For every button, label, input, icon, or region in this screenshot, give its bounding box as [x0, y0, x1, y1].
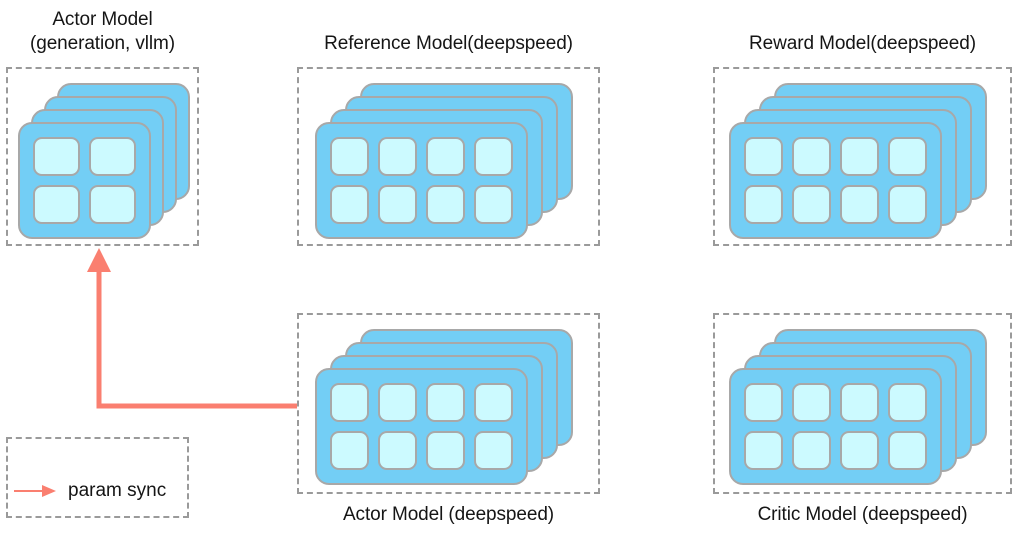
card-tile [474, 383, 513, 422]
stack-card-front [729, 122, 942, 239]
card-tile [888, 137, 927, 176]
card-tile [744, 137, 783, 176]
stack-card-front [315, 122, 528, 239]
card-tile [888, 431, 927, 470]
card-tile [792, 431, 831, 470]
card-tile [378, 431, 417, 470]
card-tile [474, 185, 513, 224]
param-sync-arrowhead-icon [87, 248, 111, 272]
stack-actor-deepspeed[interactable] [297, 313, 600, 494]
card-tile [474, 137, 513, 176]
stack-card-front [315, 368, 528, 485]
card-tile [330, 383, 369, 422]
card-tile [840, 185, 879, 224]
card-tile [744, 185, 783, 224]
card-tile [378, 383, 417, 422]
card-tile [744, 431, 783, 470]
caption-critic: Critic Model (deepspeed) [757, 504, 968, 525]
card-tile [426, 185, 465, 224]
card-tile [89, 137, 136, 176]
card-tile [744, 383, 783, 422]
card-tile [474, 431, 513, 470]
card-tile [330, 185, 369, 224]
card-tile [330, 137, 369, 176]
card-tile [792, 137, 831, 176]
card-tile [792, 383, 831, 422]
legend-row: param sync [14, 480, 166, 502]
legend-box[interactable] [6, 437, 189, 518]
card-tile [378, 137, 417, 176]
stack-actor-vllm[interactable] [6, 67, 199, 246]
caption-actor-vllm: Actor Model (generation, vllm) [30, 9, 175, 54]
card-tile [89, 185, 136, 224]
group-box-reward[interactable] [713, 67, 1012, 246]
card-tile [840, 383, 879, 422]
group-box-reference[interactable] [297, 67, 600, 246]
card-tile [426, 431, 465, 470]
card-tile [33, 185, 80, 224]
group-box-critic[interactable] [713, 313, 1012, 494]
legend-label: param sync [68, 480, 167, 501]
card-tile [330, 431, 369, 470]
stack-card-front [729, 368, 942, 485]
card-tile [888, 185, 927, 224]
card-tile [888, 383, 927, 422]
stack-reference[interactable] [297, 67, 600, 246]
card-tile [378, 185, 417, 224]
group-box-actor-vllm[interactable] [6, 67, 199, 246]
card-tile [840, 431, 879, 470]
card-tile [840, 137, 879, 176]
card-tile [426, 383, 465, 422]
caption-reward: Reward Model(deepspeed) [749, 33, 976, 54]
card-tile [33, 137, 80, 176]
caption-actor-deepspeed: Actor Model (deepspeed) [342, 504, 555, 525]
param-sync-arrow-path [96, 268, 297, 409]
group-box-actor-deepspeed[interactable] [297, 313, 600, 494]
stack-card-front [18, 122, 151, 239]
stack-critic[interactable] [713, 313, 1012, 494]
card-tile [792, 185, 831, 224]
caption-reference: Reference Model(deepspeed) [324, 33, 573, 54]
legend-arrow-icon [14, 485, 56, 497]
card-tile [426, 137, 465, 176]
stack-reward[interactable] [713, 67, 1012, 246]
